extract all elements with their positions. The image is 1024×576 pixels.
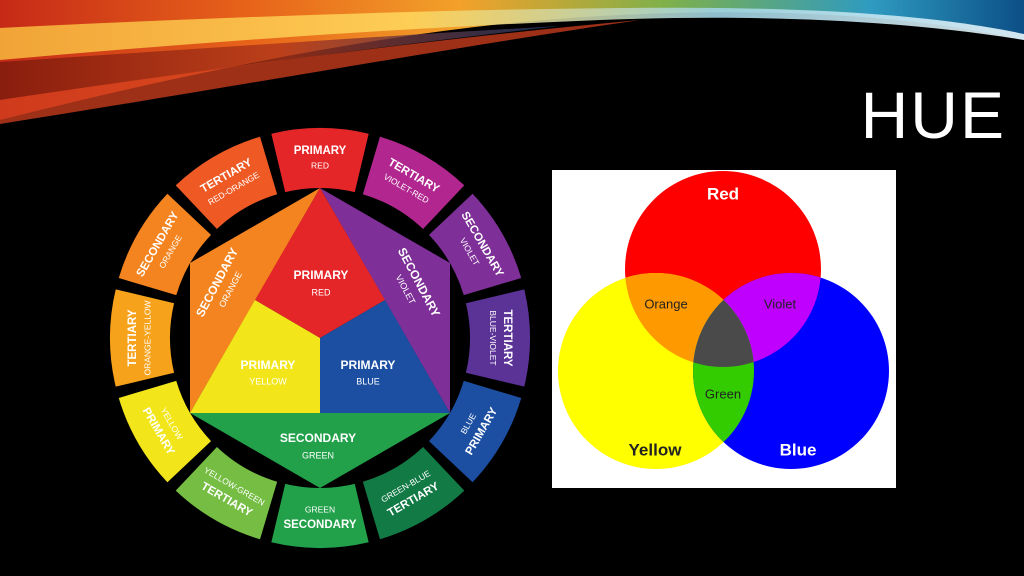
wheel-segment-shape	[271, 128, 369, 193]
center-primary-yellow	[190, 300, 320, 413]
wheel-segment-name-label: ORANGE-YELLOW	[142, 300, 152, 375]
venn-label-yellow: Yellow	[629, 440, 683, 459]
wheel-segment-shape	[428, 193, 522, 296]
wheel-segment-name-label: BLUE-VIOLET	[488, 310, 498, 365]
wheel-segment-shape	[362, 446, 465, 540]
center-label-secondary-green-type: SECONDARY	[280, 431, 356, 445]
wheel-ring: PRIMARY RED TERTIARYVIOLET-REDSECONDARYVIO…	[110, 128, 530, 548]
wheel-segment-shape	[271, 483, 369, 548]
center-label-primary-yellow-name: YELLOW	[249, 376, 287, 386]
venn-overlap-orange	[625, 273, 754, 367]
center-label-primary-red-name: RED	[311, 287, 331, 297]
wheel-segment-shape	[175, 136, 278, 230]
wheel-segment-shape	[110, 289, 175, 387]
venn-label-red: Red	[707, 184, 739, 203]
center-primary-red	[255, 188, 385, 338]
center-label-primary-red-type: PRIMARY	[294, 268, 349, 282]
color-venn-diagram: Red Orange Violet Green Yellow Blue	[558, 171, 889, 469]
center-primary-blue	[320, 300, 450, 413]
wheel-segment-primary-red: PRIMARY RED	[271, 128, 369, 193]
additive-color-venn-panel: Red Orange Violet Green Yellow Blue	[552, 170, 896, 488]
wheel-segment-type-label: PRIMARY	[294, 145, 347, 157]
venn-label-orange: Orange	[644, 296, 687, 311]
wheel-segment-secondary-green: SECONDARY GREEN	[271, 483, 369, 548]
slide-title: HUE	[860, 78, 1006, 152]
wheel-center: PRIMARY RED PRIMARY YELLOW PRIMARY BLUE …	[190, 188, 450, 488]
wheel-segment-shape	[118, 380, 212, 483]
wheel-segment-name-label: GREEN	[305, 504, 335, 514]
venn-overlap-violet	[693, 273, 821, 367]
wheel-segment-name-label: RED	[311, 160, 329, 170]
center-label-primary-blue-name: BLUE	[356, 376, 380, 386]
wheel-segment-shape	[175, 446, 278, 540]
wheel-segment-shape	[362, 136, 465, 230]
wheel-segment-shape	[428, 380, 522, 483]
venn-label-violet: Violet	[764, 296, 797, 311]
wheel-segment-type-label: TERTIARY	[127, 309, 139, 366]
wheel-segment-shape	[118, 193, 212, 296]
wheel-segment-type-label: SECONDARY	[283, 519, 356, 531]
venn-label-blue: Blue	[780, 440, 817, 459]
wheel-segment-type-label: TERTIARY	[501, 309, 513, 366]
venn-label-green: Green	[705, 386, 741, 401]
center-label-primary-blue-type: PRIMARY	[341, 358, 396, 372]
wheel-segment-shape	[465, 289, 530, 387]
decorative-banner	[0, 0, 1024, 124]
color-wheel: PRIMARY RED TERTIARYVIOLET-REDSECONDARYVIO…	[110, 128, 530, 548]
center-secondary-green	[190, 413, 450, 488]
center-label-secondary-green-name: GREEN	[302, 450, 334, 460]
center-label-primary-yellow-type: PRIMARY	[241, 358, 296, 372]
